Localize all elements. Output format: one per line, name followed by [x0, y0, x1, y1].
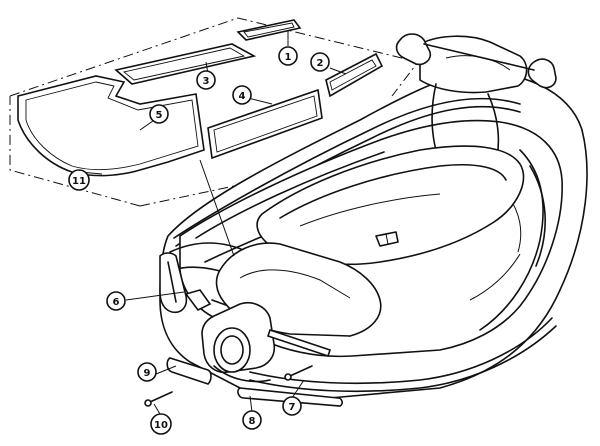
callout-label: 3 [203, 76, 210, 87]
callout-3: 3 [196, 70, 216, 90]
callout-1: 1 [278, 46, 298, 66]
handlebar-assembly [395, 33, 557, 177]
callout-10: 10 [150, 413, 172, 435]
callout-label: 2 [317, 58, 324, 69]
mat-pad-part-5 [17, 75, 205, 177]
callout-label: 8 [249, 416, 256, 427]
rub-rail-strip [266, 328, 332, 358]
seat [256, 145, 525, 266]
mat-pad-part-1 [236, 19, 302, 41]
callout-4: 4 [232, 85, 252, 105]
callout-label: 1 [285, 52, 292, 63]
mat-pad-part-2 [325, 52, 384, 98]
rear-bumper-part-6 [159, 252, 188, 314]
callout-label: 4 [239, 91, 246, 102]
callout-5: 5 [149, 104, 169, 124]
callout-label: 11 [72, 176, 86, 187]
callout-8: 8 [242, 410, 262, 430]
callout-label: 9 [144, 368, 151, 379]
callout-label: 10 [154, 420, 168, 431]
screw-part-10 [144, 391, 173, 407]
mat-kit-outline [9, 17, 419, 207]
screw-part-7 [284, 365, 313, 381]
callout-11: 11 [68, 169, 90, 191]
jet-nozzle [201, 302, 276, 383]
callout-label: 6 [113, 297, 120, 308]
mat-pad-part-4 [207, 88, 323, 160]
bumper-bracket [184, 289, 212, 312]
callout-2: 2 [310, 52, 330, 72]
callout-9: 9 [137, 362, 157, 382]
callout-label: 5 [156, 110, 163, 121]
callout-7: 7 [282, 396, 302, 416]
cover-plate-part-9 [166, 357, 212, 385]
callout-6: 6 [106, 291, 126, 311]
mat-pad-part-3 [114, 43, 257, 85]
callout-label: 7 [289, 402, 296, 413]
